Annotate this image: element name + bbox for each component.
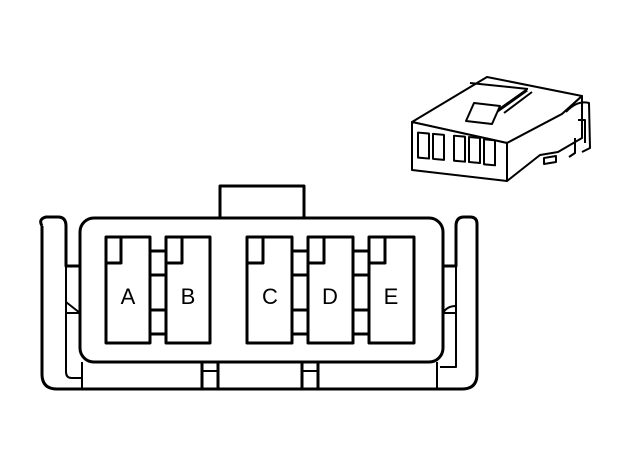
- pin-label-a: A: [121, 284, 136, 309]
- cavity-e: E: [367, 235, 416, 345]
- cavity-a: A: [104, 235, 152, 345]
- isometric-cavities: [417, 131, 496, 167]
- cavity-c: C: [245, 235, 294, 345]
- pin-label-d: D: [322, 284, 338, 309]
- pin-label-b: B: [181, 284, 196, 309]
- connector-isometric-view: [411, 76, 591, 182]
- cavity-b: B: [164, 235, 212, 345]
- cavity-d: D: [306, 235, 355, 345]
- pin-label-e: E: [384, 284, 399, 309]
- connector-face-view: A B C D E: [39, 184, 479, 391]
- pin-label-c: C: [262, 284, 278, 309]
